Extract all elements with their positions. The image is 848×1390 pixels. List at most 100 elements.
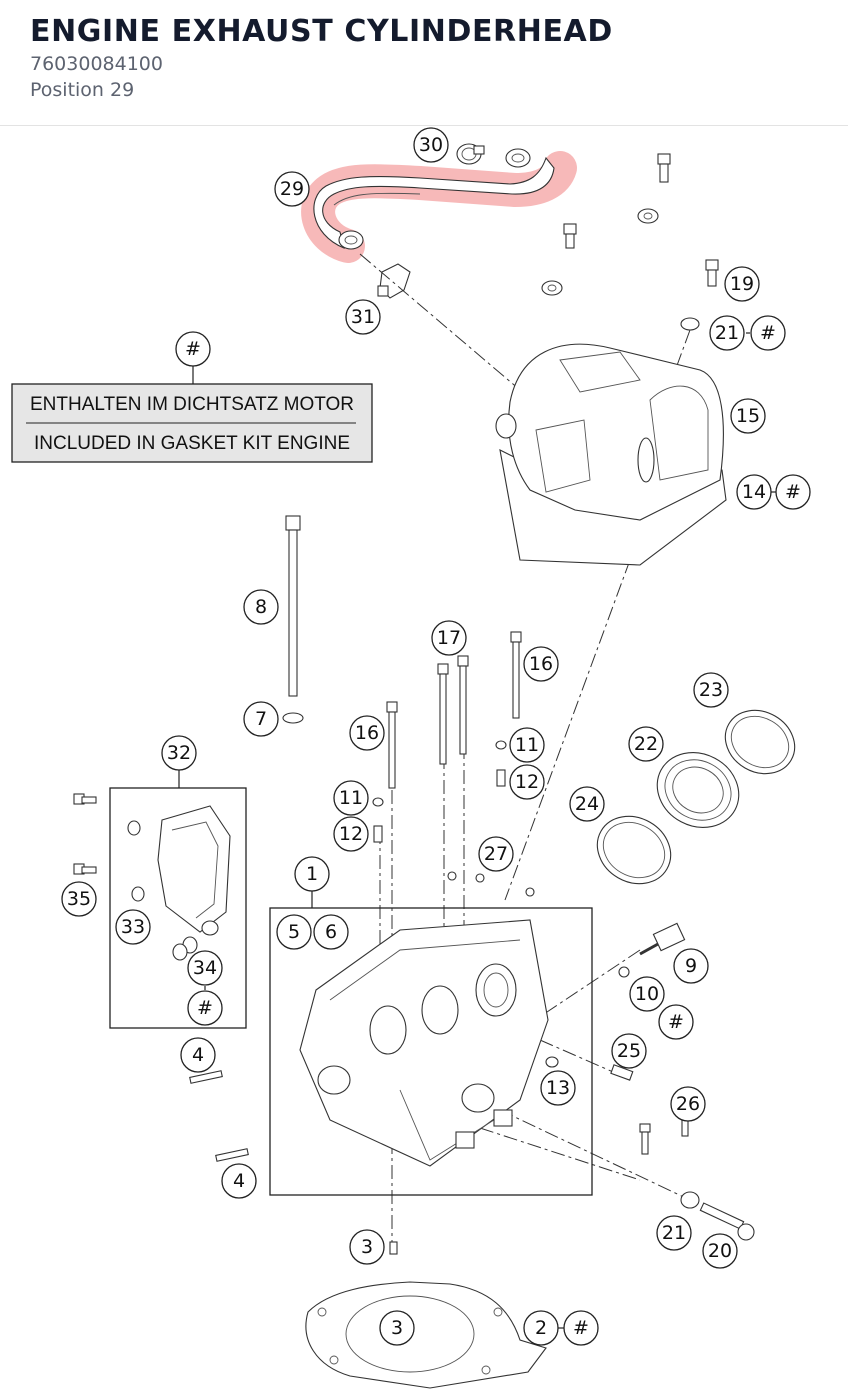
sensor-part[interactable] xyxy=(447,871,755,1241)
callout-circle xyxy=(333,816,369,852)
callout-circle xyxy=(175,331,211,367)
callout-circle xyxy=(730,398,766,434)
gasket-kit-marker-h_note[interactable]: # xyxy=(175,331,211,367)
callout-c17[interactable]: 17 xyxy=(431,620,467,656)
page-header: ENGINE EXHAUST CYLINDERHEAD 76030084100 … xyxy=(0,0,848,126)
callout-number: 20 xyxy=(708,1240,732,1262)
callout-c9[interactable]: 9 xyxy=(673,948,709,984)
callout-c35[interactable]: 35 xyxy=(61,881,97,917)
callout-c3a[interactable]: 3 xyxy=(349,1229,385,1265)
callout-c19[interactable]: 19 xyxy=(724,266,760,302)
callout-c11a[interactable]: 11 xyxy=(333,780,369,816)
callout-number: # xyxy=(185,338,201,360)
kit-note-german: ENTHALTEN IM DICHTSATZ MOTOR xyxy=(30,394,354,415)
callout-c33[interactable]: 33 xyxy=(115,909,151,945)
callout-circle xyxy=(276,914,312,950)
callout-c27[interactable]: 27 xyxy=(478,836,514,872)
callout-circle xyxy=(161,735,197,771)
callout-number: 23 xyxy=(699,679,723,701)
callout-c13[interactable]: 13 xyxy=(540,1070,576,1106)
cylinder-bolt-part[interactable] xyxy=(282,515,304,724)
cover-screws-upper[interactable] xyxy=(541,153,719,331)
callout-c7[interactable]: 7 xyxy=(243,701,279,737)
pump-group-frame xyxy=(109,787,247,1029)
valve-cover-part[interactable] xyxy=(495,343,727,566)
callout-c20[interactable]: 20 xyxy=(702,1233,738,1269)
hose-clamp-part[interactable] xyxy=(456,143,485,165)
callout-number: # xyxy=(573,1317,589,1339)
callout-c12b[interactable]: 12 xyxy=(509,764,545,800)
callout-number: 5 xyxy=(288,921,300,943)
cylinder-head-part[interactable] xyxy=(299,919,549,1167)
callout-number: 32 xyxy=(167,742,191,764)
callout-circle xyxy=(693,672,729,708)
callout-c32[interactable]: 32 xyxy=(161,735,197,771)
callout-circle xyxy=(115,909,151,945)
callout-c6[interactable]: 6 xyxy=(313,914,349,950)
callout-number: 24 xyxy=(575,793,599,815)
callout-circle xyxy=(294,856,330,892)
callout-circle xyxy=(628,726,664,762)
callout-c10[interactable]: 10 xyxy=(629,976,665,1012)
callout-circle xyxy=(413,127,449,163)
callout-circle xyxy=(658,1004,694,1040)
intake-manifold-part[interactable] xyxy=(585,698,806,897)
callout-number: 21 xyxy=(662,1222,686,1244)
callout-c25[interactable]: 25 xyxy=(611,1033,647,1069)
callout-c8[interactable]: 8 xyxy=(243,589,279,625)
callout-circle xyxy=(629,976,665,1012)
callout-c11b[interactable]: 11 xyxy=(509,727,545,763)
callout-c31[interactable]: 31 xyxy=(345,299,381,335)
callout-circle xyxy=(349,1229,385,1265)
callout-c16b[interactable]: 16 xyxy=(523,646,559,682)
callout-c21b[interactable]: 21 xyxy=(656,1215,692,1251)
callout-c12a[interactable]: 12 xyxy=(333,816,369,852)
side-screws-part[interactable] xyxy=(73,793,97,875)
callout-c16a[interactable]: 16 xyxy=(349,715,385,751)
callout-number: 1 xyxy=(306,863,318,885)
callout-c3b[interactable]: 3 xyxy=(379,1310,415,1346)
callout-c2[interactable]: 2 xyxy=(523,1310,559,1346)
gasket-kit-marker-h10[interactable]: # xyxy=(658,1004,694,1040)
callout-number: 4 xyxy=(192,1044,204,1066)
callout-c23[interactable]: 23 xyxy=(693,672,729,708)
callout-circle xyxy=(478,836,514,872)
secondary-air-valve-part[interactable] xyxy=(127,805,231,961)
gasket-kit-marker-h34[interactable]: # xyxy=(187,990,223,1026)
callout-circle xyxy=(724,266,760,302)
callout-number: 34 xyxy=(193,957,217,979)
callout-c14[interactable]: 14 xyxy=(736,474,772,510)
callout-circle xyxy=(540,1070,576,1106)
callout-c34[interactable]: 34 xyxy=(187,950,223,986)
callout-c5[interactable]: 5 xyxy=(276,914,312,950)
callout-number: 2 xyxy=(535,1317,547,1339)
callout-number: 11 xyxy=(515,734,539,756)
stud-bolts-part[interactable] xyxy=(372,631,522,843)
callout-circle xyxy=(187,950,223,986)
gasket-kit-marker-h14[interactable]: # xyxy=(775,474,811,510)
callout-c4b[interactable]: 4 xyxy=(221,1163,257,1199)
callout-c24[interactable]: 24 xyxy=(569,786,605,822)
callout-c30[interactable]: 30 xyxy=(413,127,449,163)
head-gasket-part[interactable] xyxy=(305,1281,547,1389)
gasket-kit-marker-h2[interactable]: # xyxy=(563,1310,599,1346)
callout-number: 3 xyxy=(391,1317,403,1339)
callout-c29[interactable]: 29 xyxy=(274,171,310,207)
exploded-parts-diagram: ENTHALTEN IM DICHTSATZ MOTOR INCLUDED IN… xyxy=(11,127,811,1389)
callout-circle xyxy=(345,299,381,335)
callout-c21a[interactable]: 21 xyxy=(709,315,745,351)
gasket-kit-marker-h21[interactable]: # xyxy=(750,315,786,351)
callout-c4a[interactable]: 4 xyxy=(180,1037,216,1073)
callout-number: # xyxy=(760,322,776,344)
exhaust-hose-part[interactable] xyxy=(313,148,555,250)
callout-c26[interactable]: 26 xyxy=(670,1086,706,1122)
callout-circle xyxy=(702,1233,738,1269)
callout-number: # xyxy=(668,1011,684,1033)
callout-c22[interactable]: 22 xyxy=(628,726,664,762)
callout-circle xyxy=(431,620,467,656)
callout-circle xyxy=(180,1037,216,1073)
callout-c15[interactable]: 15 xyxy=(730,398,766,434)
callout-c1[interactable]: 1 xyxy=(294,856,330,892)
callout-number: 10 xyxy=(635,983,659,1005)
callout-number: 15 xyxy=(736,405,760,427)
